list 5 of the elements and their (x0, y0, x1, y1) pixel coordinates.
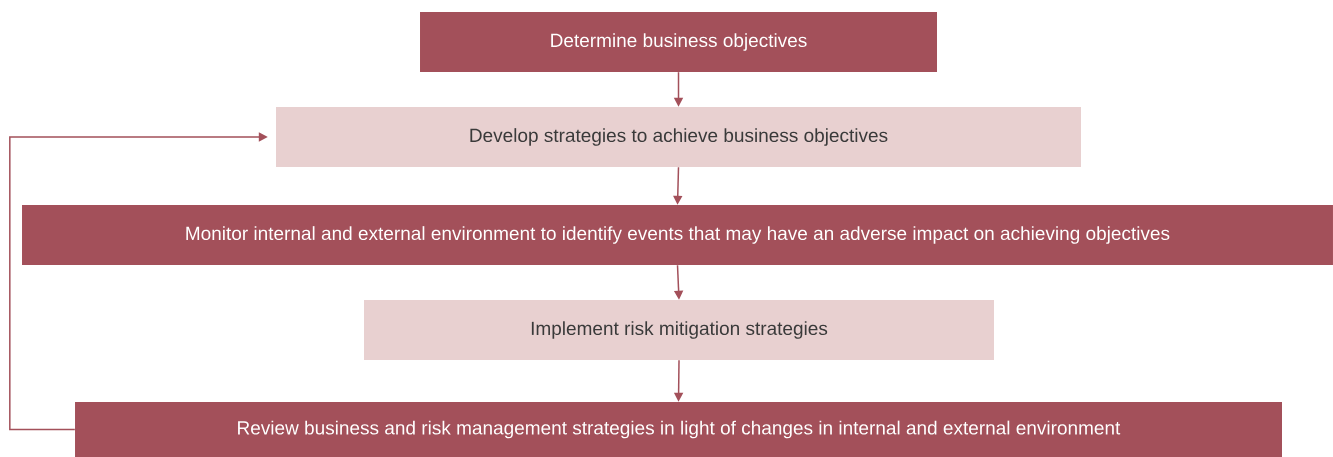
process-box: Develop strategies to achieve business objectives (276, 107, 1081, 167)
process-box: Implement risk mitigation strategies (364, 300, 994, 360)
process-box: Determine business objectives (420, 12, 937, 72)
process-box: Review business and risk management strategies in light of changes in internal and external environment (75, 402, 1282, 457)
process-box: Monitor internal and external environment to identify events that may have an adverse impact on achieving objectives (22, 205, 1333, 265)
